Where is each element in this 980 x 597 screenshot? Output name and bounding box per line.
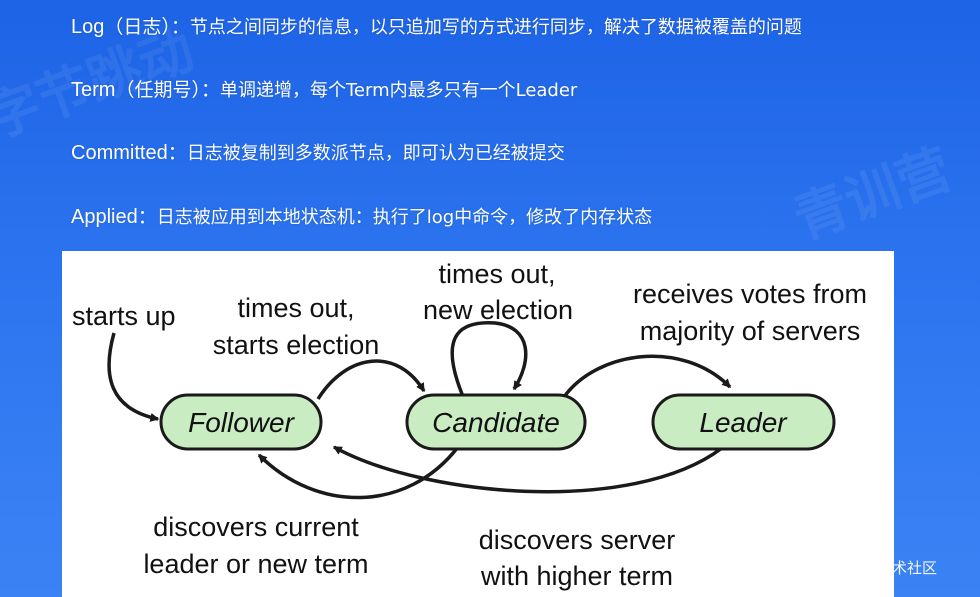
state-follower: Follower — [159, 393, 323, 451]
arrow-times-out-new-election — [450, 321, 528, 395]
definition-desc: 节点之间同步的信息，以只追加写的方式进行同步，解决了数据被覆盖的问题 — [189, 17, 802, 38]
definition-log: Log（日志）：节点之间同步的信息，以只追加写的方式进行同步，解决了数据被覆盖的… — [71, 12, 802, 42]
label-discovers-current: discovers current — [153, 512, 359, 542]
label-times-out-2: times out, — [438, 259, 555, 289]
label-new-election: new election — [423, 295, 573, 325]
state-diagram-svg: Follower Candidate Leader starts up time… — [72, 259, 867, 591]
definition-list: Log（日志）：节点之间同步的信息，以只追加写的方式进行同步，解决了数据被覆盖的… — [0, 0, 980, 250]
state-candidate-label: Candidate — [432, 407, 560, 438]
source-credit: @稀土掘金技术社区 — [802, 559, 938, 577]
label-discovers-server: discovers server — [479, 525, 676, 555]
definition-applied: Applied：日志被应用到本地状态机：执行了log中命令，修改了内存状态 — [71, 202, 652, 232]
definition-term-number: Term（任期号）：单调递增，每个Term内最多只有一个Leader — [71, 75, 577, 105]
arrow-discovers-current-leader — [257, 445, 460, 500]
state-candidate: Candidate — [405, 393, 587, 451]
arrow-starts-up — [107, 332, 160, 422]
state-leader: Leader — [651, 393, 836, 451]
state-leader-label: Leader — [699, 407, 788, 438]
definition-term: Term — [71, 79, 116, 101]
state-follower-label: Follower — [188, 407, 295, 438]
definition-paren: （任期号） — [115, 79, 201, 101]
definition-desc: 日志被应用到本地状态机：执行了log中命令，修改了内存状态 — [156, 207, 653, 228]
definition-term: Log — [71, 16, 105, 38]
raft-state-diagram: Follower Candidate Leader starts up time… — [62, 251, 894, 597]
definition-desc: 单调递增，每个Term内最多只有一个Leader — [219, 80, 578, 101]
arrow-times-out-starts-election — [316, 359, 426, 400]
definition-paren: （日志） — [104, 16, 171, 38]
definition-separator: ： — [170, 16, 190, 38]
label-majority-of-servers: majority of servers — [640, 316, 861, 346]
definition-desc: 日志被复制到多数派节点，即可认为已经被提交 — [186, 143, 565, 164]
label-leader-or-new-term: leader or new term — [143, 549, 368, 579]
label-receives-votes: receives votes from — [633, 279, 867, 309]
arrow-discovers-higher-term — [332, 445, 724, 494]
label-with-higher-term: with higher term — [480, 561, 673, 591]
definition-separator: ： — [200, 79, 220, 101]
definition-separator: ： — [137, 206, 157, 228]
arrow-receives-votes — [562, 354, 732, 399]
definition-term: Applied — [71, 206, 138, 228]
label-starts-up: starts up — [72, 301, 176, 331]
label-times-out-1: times out, — [237, 293, 354, 323]
label-starts-election: starts election — [213, 330, 380, 360]
definition-term: Committed — [71, 142, 168, 164]
definition-committed: Committed：日志被复制到多数派节点，即可认为已经被提交 — [71, 138, 565, 168]
definition-separator: ： — [167, 142, 187, 164]
